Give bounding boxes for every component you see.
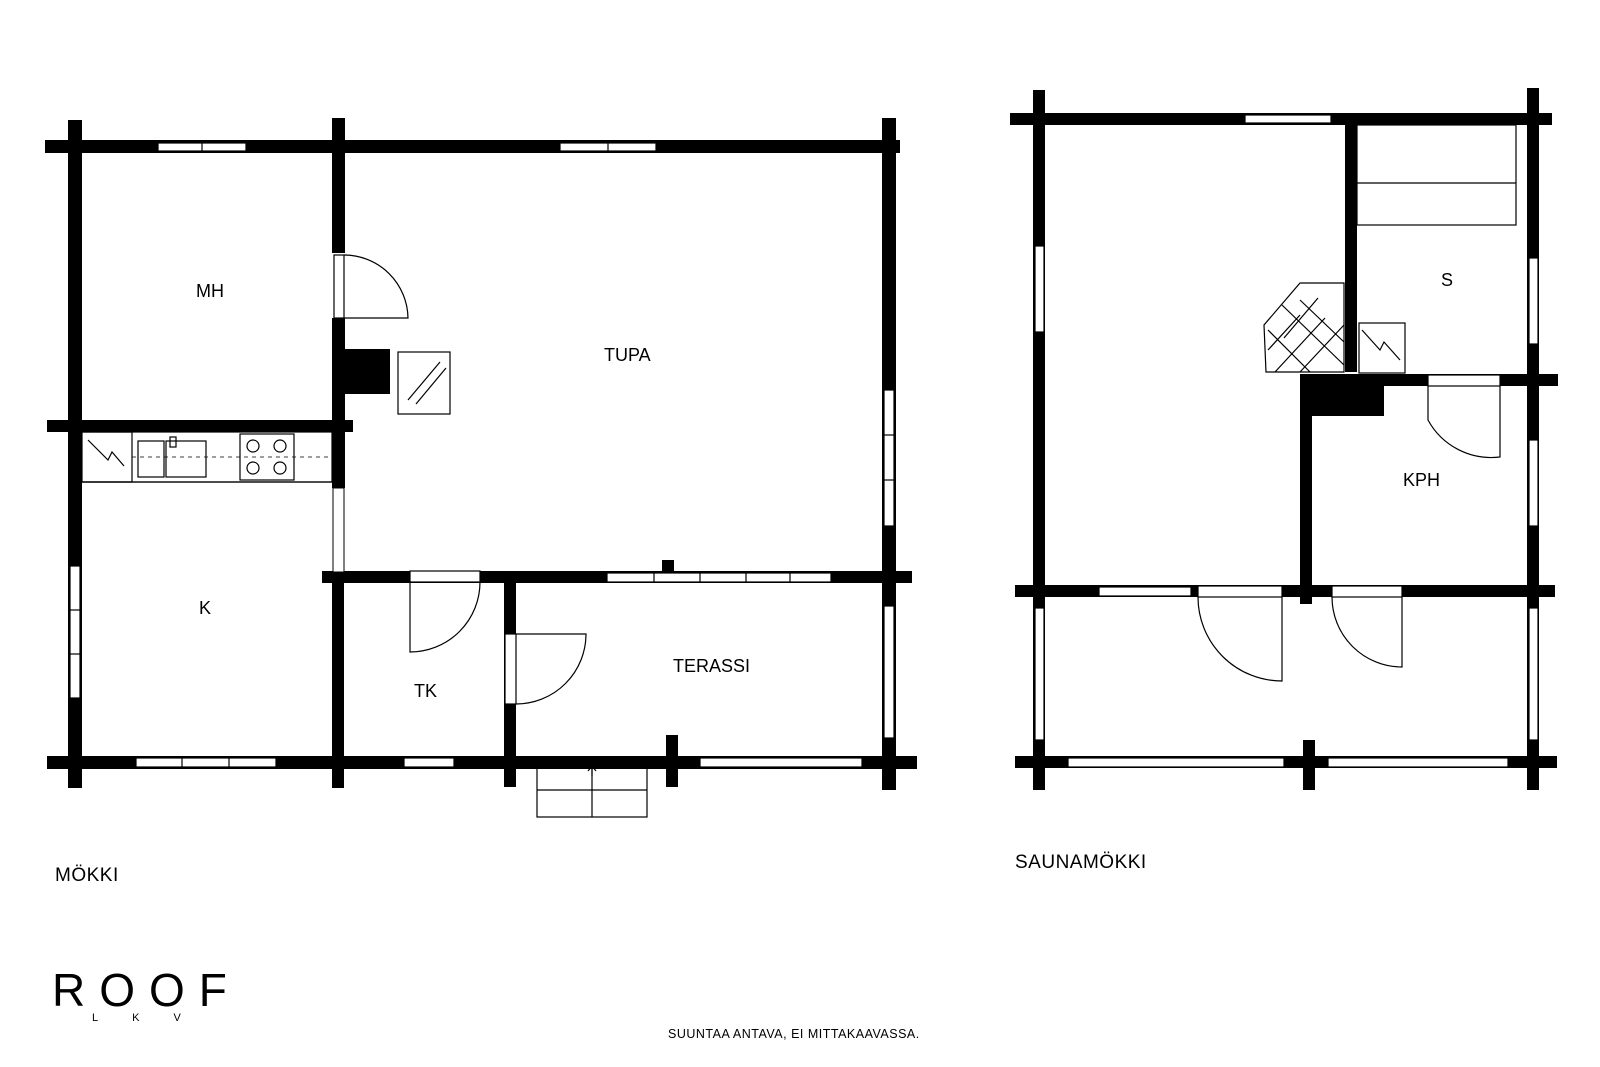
window	[606, 572, 832, 583]
sauna-bench	[1356, 124, 1517, 226]
door-swing	[1427, 386, 1501, 459]
room-label-s: S	[1441, 270, 1453, 290]
mokki-doors	[81, 254, 648, 818]
door-swing	[343, 254, 409, 319]
window	[1528, 607, 1539, 741]
saunamokki-details	[1034, 114, 1539, 768]
burner-icon	[246, 439, 260, 453]
window	[69, 565, 81, 699]
sauna-door	[1358, 322, 1406, 374]
door-swing	[1331, 596, 1403, 668]
stove	[397, 351, 451, 415]
wall	[47, 420, 353, 432]
window	[1528, 439, 1539, 527]
wall	[332, 318, 345, 488]
window	[883, 605, 895, 739]
window	[1327, 757, 1509, 768]
door-swing	[515, 633, 587, 705]
room-label-tk: TK	[414, 681, 437, 701]
sauna-heater	[1267, 297, 1345, 373]
sauna-heater-base	[1300, 374, 1384, 416]
wall	[1345, 120, 1357, 372]
door-opening	[332, 487, 345, 573]
sink-icon	[137, 440, 165, 478]
window	[1034, 245, 1045, 333]
tap-icon	[169, 436, 177, 448]
sink-icon	[165, 440, 207, 478]
stove	[407, 361, 441, 401]
door-leaf	[409, 570, 481, 583]
burner-icon	[273, 439, 287, 453]
window	[1244, 114, 1332, 124]
wall	[1015, 585, 1555, 597]
door-leaf	[333, 254, 345, 319]
stove	[415, 367, 447, 405]
wall	[332, 572, 344, 788]
door-leaf	[1427, 374, 1501, 387]
logo-lkv: LKV	[92, 1012, 215, 1024]
window	[1528, 257, 1539, 345]
room-label-terassi: TERASSI	[673, 656, 750, 676]
window	[403, 757, 455, 768]
window	[135, 757, 277, 768]
sauna-heater	[1263, 282, 1345, 373]
door-leaf	[1197, 585, 1283, 598]
sauna-door	[1361, 329, 1401, 361]
window	[883, 389, 895, 527]
wall	[332, 118, 345, 253]
window	[1034, 607, 1045, 741]
door-swing	[1197, 596, 1283, 682]
door-leaf	[504, 633, 517, 705]
mokki-plan	[45, 118, 917, 790]
saunamokki-plan	[1010, 88, 1558, 790]
window	[1098, 586, 1192, 597]
room-label-kph: KPH	[1403, 470, 1440, 490]
fireplace	[345, 349, 390, 394]
plan-caption-saunamokki: SAUNAMÖKKI	[1015, 852, 1147, 873]
window	[1067, 757, 1285, 768]
terrace-post	[666, 735, 678, 787]
wall	[1300, 374, 1312, 604]
door-leaf	[1331, 585, 1403, 598]
burner-icon	[246, 461, 260, 475]
arrow-icon	[587, 765, 597, 776]
mokki-windows	[69, 142, 895, 768]
room-label-k: K	[199, 598, 211, 618]
plan-caption-mokki: MÖKKI	[55, 865, 119, 886]
fridge-icon	[82, 431, 133, 483]
wall	[662, 560, 674, 571]
disclaimer-note: SUUNTAA ANTAVA, EI MITTAKAAVASSA.	[668, 1027, 920, 1041]
room-label-tupa: TUPA	[604, 345, 651, 365]
burner-icon	[273, 461, 287, 475]
door-swing	[409, 581, 481, 653]
wall	[45, 140, 900, 153]
terrace-post	[1303, 740, 1315, 790]
window	[699, 757, 863, 768]
logo-roof: ROOF	[52, 964, 241, 1016]
room-label-mh: MH	[196, 281, 224, 301]
